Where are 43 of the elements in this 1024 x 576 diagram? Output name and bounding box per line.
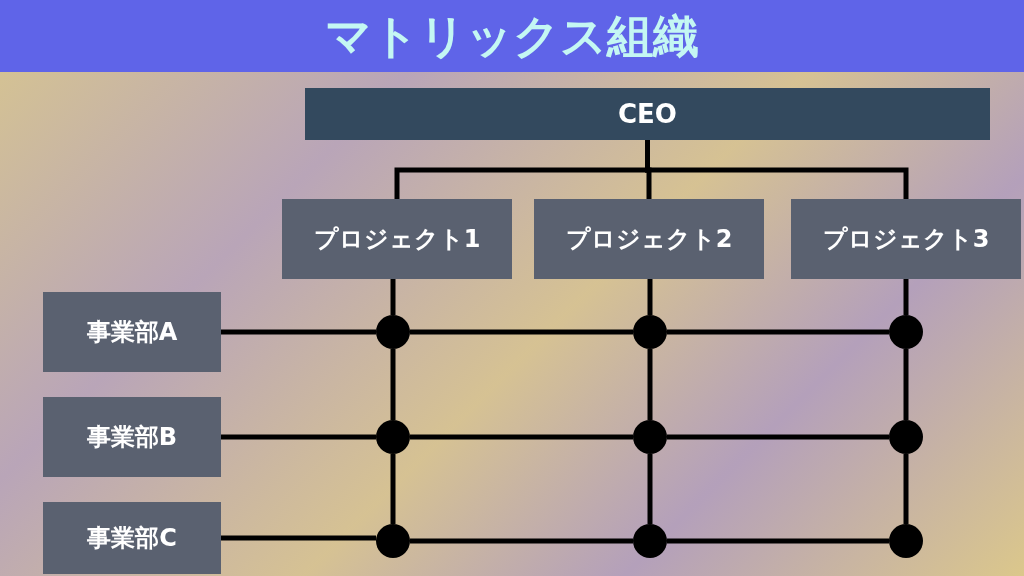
box-label: プロジェクト1 (313, 224, 481, 255)
box-label: CEO (618, 99, 677, 129)
connector-line (667, 434, 889, 440)
junction-dot (633, 315, 667, 349)
box-label: プロジェクト3 (822, 224, 990, 255)
connector-line (903, 349, 909, 420)
connector-line (647, 279, 653, 315)
connector-line (390, 454, 396, 524)
org-unit-box (534, 199, 764, 279)
junction-dot (376, 420, 410, 454)
junction-dot (889, 420, 923, 454)
box-label: 事業部B (86, 422, 178, 453)
box-label: 事業部A (86, 317, 178, 348)
org-unit-box (43, 397, 221, 477)
junction-dot (633, 524, 667, 558)
junction-dot (376, 315, 410, 349)
junction-dot (376, 524, 410, 558)
connector-line (667, 329, 889, 335)
connector-line (667, 538, 889, 544)
org-unit-box (791, 199, 1021, 279)
connector-line (647, 454, 653, 524)
junction-dot (889, 315, 923, 349)
connector-line (645, 140, 909, 199)
connector-line (647, 349, 653, 420)
connector-line (903, 279, 909, 315)
box-label: プロジェクト2 (565, 224, 733, 255)
connector-line (221, 535, 376, 541)
connector-line (221, 329, 376, 335)
connector-line (410, 538, 633, 544)
connector-line (390, 279, 396, 315)
org-unit-box (43, 292, 221, 372)
org-unit-box (282, 199, 512, 279)
title: マトリックス組織 (325, 13, 699, 59)
connector-line (390, 349, 396, 420)
ceo-box (305, 88, 990, 140)
connector-line (903, 454, 909, 524)
box-label: 事業部C (87, 523, 177, 554)
junction-dot (889, 524, 923, 558)
connector-line (410, 434, 633, 440)
connector-line (410, 329, 633, 335)
org-unit-box (43, 502, 221, 574)
connector-line (221, 434, 376, 440)
junction-dot (633, 420, 667, 454)
